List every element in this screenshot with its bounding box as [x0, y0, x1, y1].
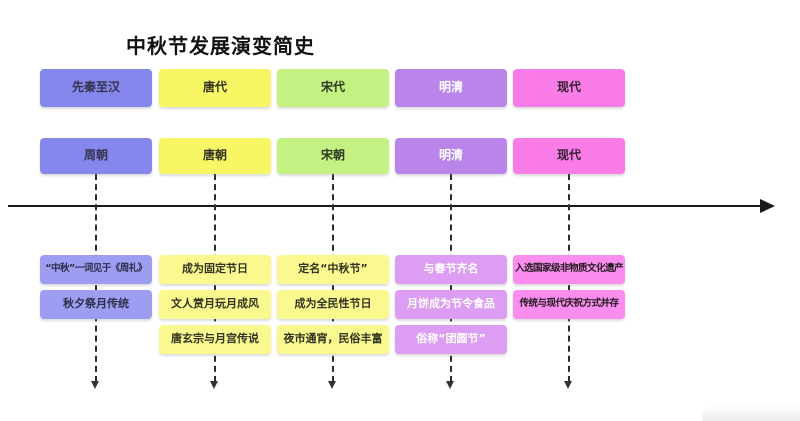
dynasty-box-modern: 现代 — [513, 138, 625, 174]
dynasty-box-ming-qing: 明清 — [395, 138, 507, 174]
event-box: 入选国家级非物质文化遗产 — [513, 255, 625, 284]
era-box-pre-qin-han: 先秦至汉 — [40, 69, 152, 107]
timeline-arrowhead-icon — [760, 199, 775, 213]
event-box: 月饼成为节令食品 — [395, 290, 507, 319]
down-arrowhead-icon — [328, 381, 336, 389]
event-box: 夜市通宵，民俗丰富 — [277, 325, 389, 354]
down-arrowhead-icon — [564, 381, 572, 389]
event-box: 唐玄宗与月宫传说 — [159, 325, 271, 354]
event-box: 定名“中秋节” — [277, 255, 389, 284]
era-box-song: 宋代 — [277, 69, 389, 107]
event-box: 与春节齐名 — [395, 255, 507, 284]
down-arrowhead-icon — [91, 381, 99, 389]
corner-artifact — [702, 405, 800, 421]
event-box: 文人赏月玩月成风 — [159, 290, 271, 319]
event-box: 传统与现代庆祝方式并存 — [513, 290, 625, 319]
era-box-tang: 唐代 — [159, 69, 271, 107]
dynasty-box-song: 宋朝 — [277, 138, 389, 174]
event-box: 成为固定节日 — [159, 255, 271, 284]
down-arrowhead-icon — [446, 381, 454, 389]
event-box: 成为全民性节日 — [277, 290, 389, 319]
event-box: 秋夕祭月传统 — [40, 290, 152, 319]
era-box-modern: 现代 — [513, 69, 625, 107]
event-box: 俗称“团圆节” — [395, 325, 507, 354]
dynasty-box-tang: 唐朝 — [159, 138, 271, 174]
dynasty-box-zhou: 周朝 — [40, 138, 152, 174]
era-box-ming-qing: 明清 — [395, 69, 507, 107]
down-arrowhead-icon — [210, 381, 218, 389]
page-title: 中秋节发展演变简史 — [126, 34, 315, 58]
timeline-axis — [8, 205, 762, 207]
event-box: “中秋”一词见于《周礼》 — [40, 255, 152, 284]
